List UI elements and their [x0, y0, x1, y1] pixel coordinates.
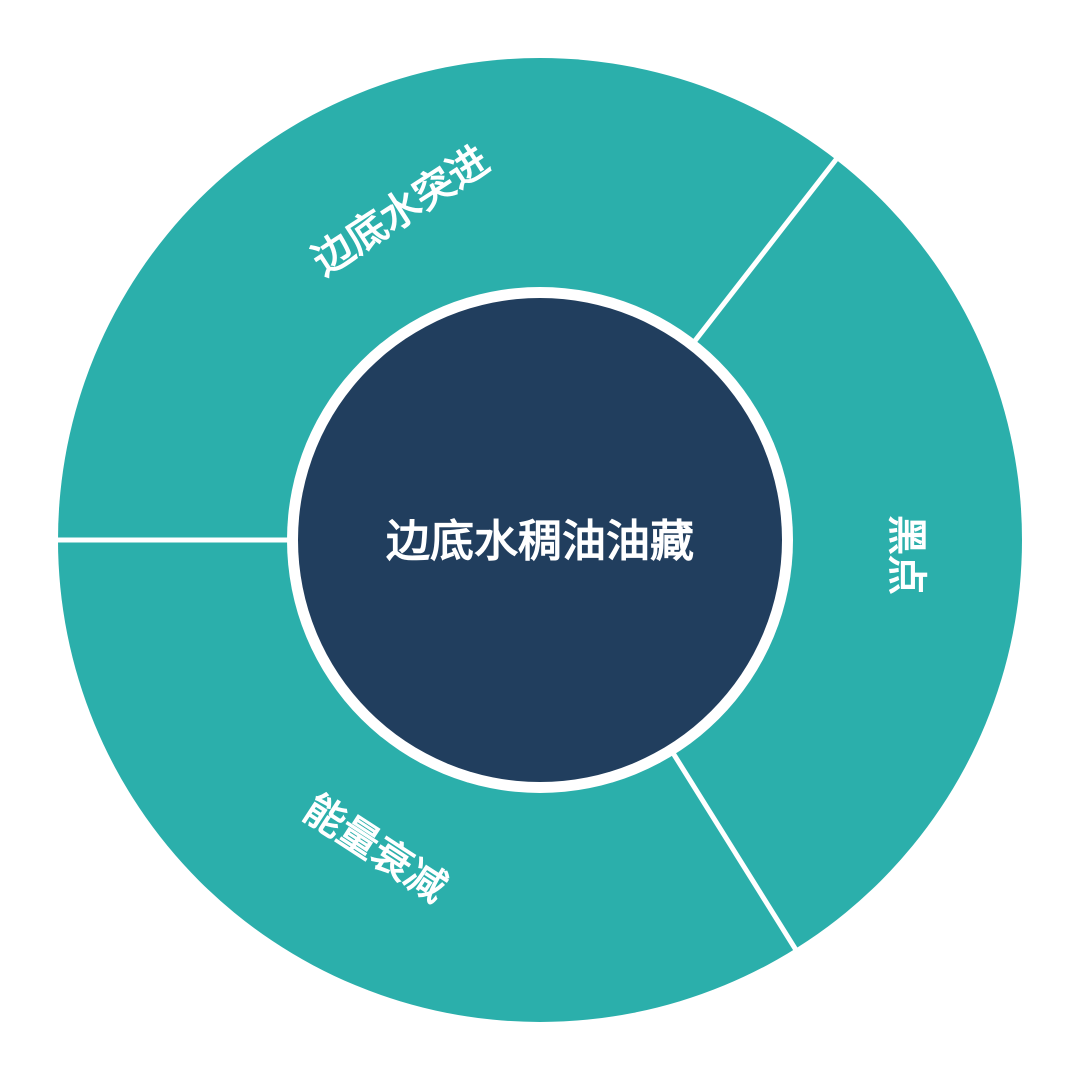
segment-label-black-spot: 黑点 [883, 515, 929, 595]
center-label: 边底水稠油油藏 [386, 516, 694, 567]
center-circle [298, 298, 782, 782]
